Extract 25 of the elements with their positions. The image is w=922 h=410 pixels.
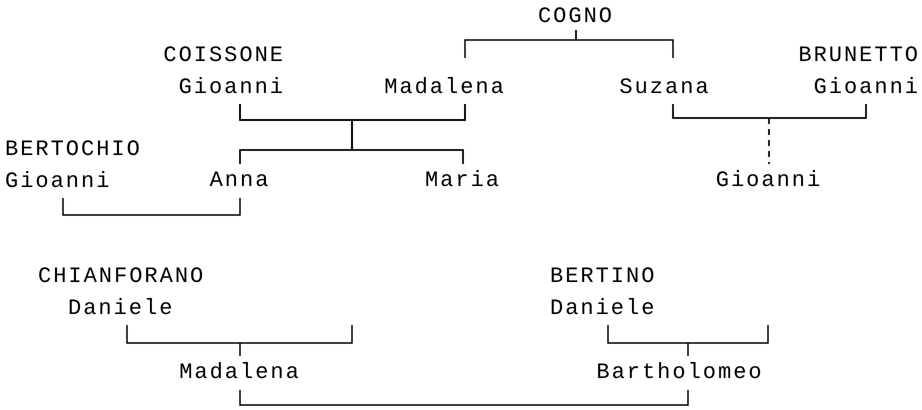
family-name: BERTINO [550, 264, 656, 289]
person-name: Madalena [384, 75, 506, 100]
given-name: Gioanni [178, 75, 285, 100]
person-name: Suzana [619, 75, 711, 100]
person-name: Madalena [179, 360, 301, 385]
given-name: Gioanni [814, 75, 920, 100]
person-name: Bartholomeo [596, 360, 764, 385]
family-line [239, 390, 689, 406]
family-line [351, 104, 466, 164]
person-name: Anna [210, 168, 270, 193]
family-name: BRUNETTO [798, 43, 920, 68]
person-name: Gioanni [716, 168, 822, 193]
family-name: COGNO [538, 4, 614, 29]
given-name: Gioanni [5, 169, 112, 194]
family-line [62, 198, 241, 216]
family-line [575, 30, 674, 58]
family-name: CHIANFORANO [38, 264, 206, 289]
family-name: COISSONE [163, 43, 285, 68]
family-line [768, 104, 867, 164]
family-line [607, 324, 769, 357]
family-line [126, 324, 353, 357]
family-name: BERTOCHIO [5, 137, 142, 162]
given-name: Daniele [68, 296, 174, 321]
given-name: Daniele [550, 296, 656, 321]
person-name: Maria [424, 168, 501, 193]
